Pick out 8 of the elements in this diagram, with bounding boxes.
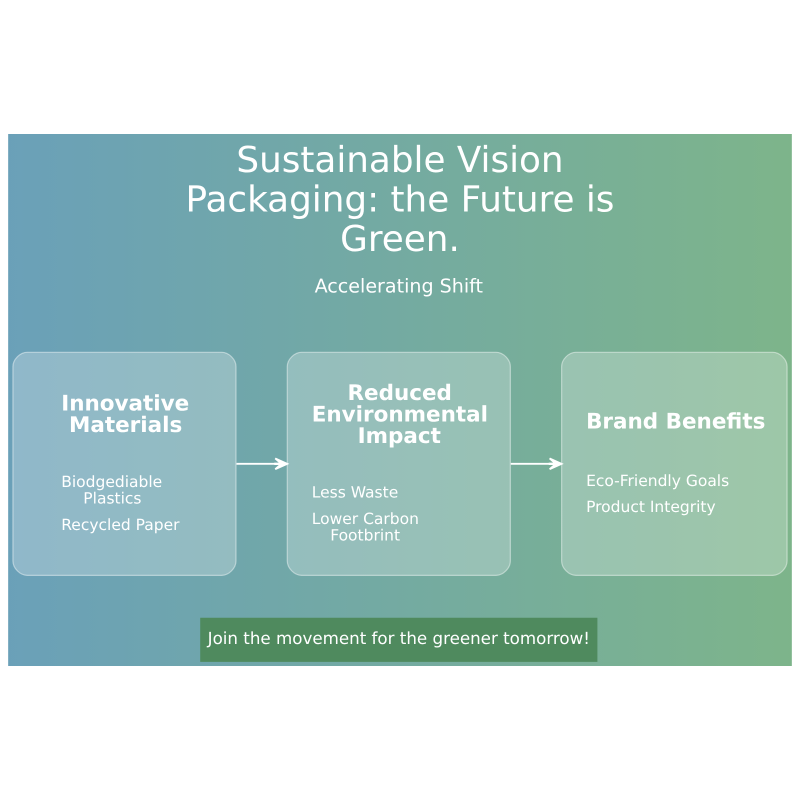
arrow — [510, 458, 562, 470]
arrow — [236, 458, 288, 470]
node-box: Join the movement for the greener tomorrow! — [200, 618, 598, 662]
node-box: Brand Benefits Eco-Friendly Goals Product Integrity — [561, 352, 788, 576]
node-box: Innovative Materials Biodgediable Plastics Recycled Paper — [12, 352, 237, 576]
label: Accelerating Shift — [314, 275, 484, 298]
diagram-title: Sustainable Vision Packaging: the Future is Green. — [186, 140, 614, 260]
node-box: Reduced Environmental Impact Less Waste Lower Carbon Footbrint — [286, 352, 511, 576]
